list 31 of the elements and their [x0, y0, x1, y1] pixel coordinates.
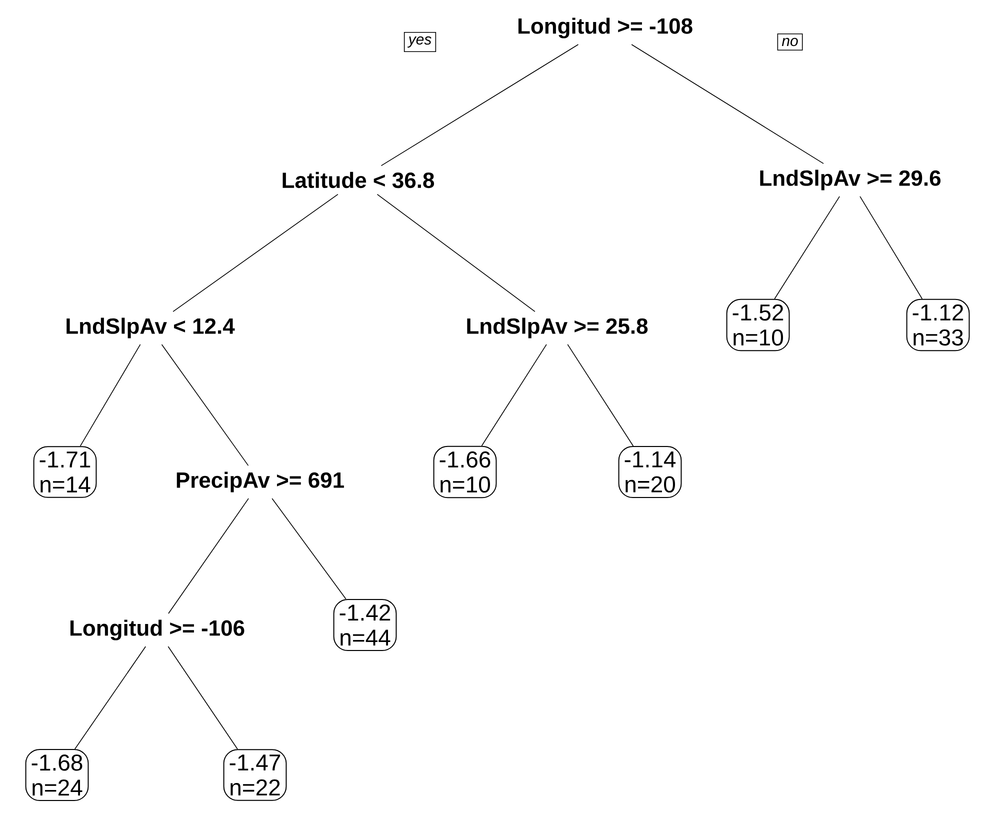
branch-tag: yes [404, 32, 436, 52]
leaf-box: -1.71 n=14 [33, 446, 97, 498]
branch-line [168, 646, 238, 750]
split-label: PrecipAv >= 691 [176, 472, 344, 492]
leaf-box: -1.47 n=22 [223, 749, 287, 801]
split-label: LndSlpAv < 12.4 [66, 318, 235, 338]
leaf-box: -1.68 n=24 [25, 748, 89, 802]
leaf-box: -1.12 n=33 [906, 298, 970, 352]
split-label: Longitud >= -106 [70, 620, 244, 640]
branch-line [774, 196, 840, 300]
split-label: LndSlpAv >= 25.8 [467, 318, 648, 338]
split-label: Latitude < 36.8 [282, 172, 434, 188]
leaf-box: -1.14 n=20 [618, 446, 682, 498]
branch-line [74, 646, 146, 750]
leaf-box: -1.52 n=10 [726, 298, 790, 352]
leaf-box: -1.42 n=44 [333, 598, 397, 652]
split-label: LndSlpAv >= 29.6 [760, 170, 941, 190]
branch-line [380, 44, 579, 166]
branch-line [80, 344, 141, 446]
branch-line [631, 44, 824, 164]
branch-line [168, 498, 249, 614]
branch-line [172, 194, 338, 312]
branch-line [272, 498, 346, 600]
branch-line [376, 194, 536, 312]
branch-line [161, 344, 249, 466]
branch-line [860, 196, 923, 300]
branch-line [481, 344, 547, 446]
branch-tag: no [777, 34, 803, 50]
leaf-box: -1.66 n=10 [433, 446, 497, 498]
branch-line [567, 344, 634, 446]
split-label: Longitud >= -108 [518, 18, 692, 38]
